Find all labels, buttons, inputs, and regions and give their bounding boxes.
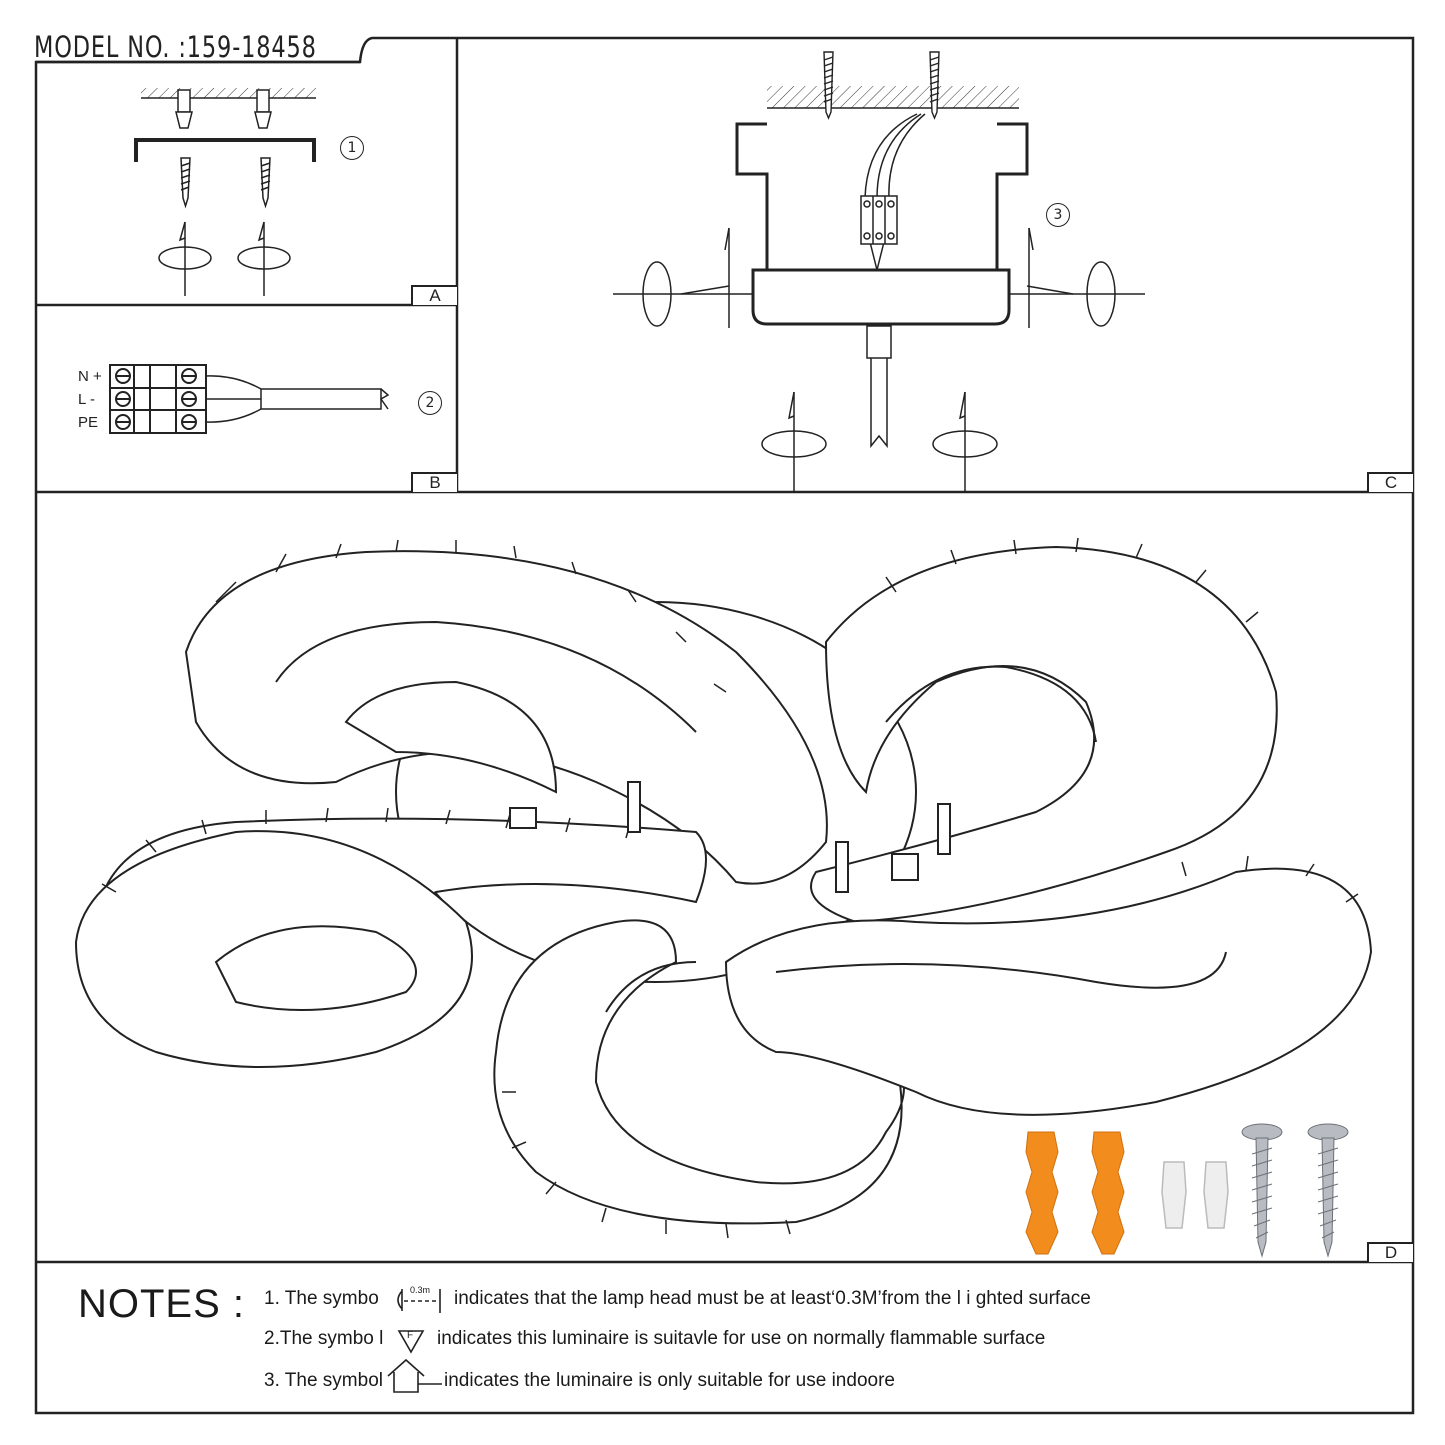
panel-label-b: B [411,472,457,492]
ceiling-anchor-icon [175,89,272,129]
screw-icon [823,51,940,120]
panel-a-drawing [134,88,316,296]
notes-title: NOTES : [78,1282,246,1326]
rotate-arrow-icon [158,221,291,296]
mounting-screw-icon [1241,1123,1349,1258]
step-number-3: 3 [1046,203,1070,227]
wire-cap-icon [1161,1161,1229,1229]
note-2-after: indicates this luminaire is suitavle for… [437,1328,1046,1349]
rotate-arrow-icon [613,227,1145,492]
ceiling-lamp-illustration [74,537,1373,1239]
flammable-symbol-label: F [407,1330,414,1341]
panel-d-drawing [74,537,1373,1258]
wire-icon [864,113,926,271]
wall-anchor-icon [1025,1131,1125,1255]
panel-label-d: D [1367,1242,1413,1262]
panel-label-c: C [1367,472,1413,492]
note-1-before: 1. The symbo [264,1288,379,1309]
terminal-block-icon [860,195,898,245]
power-cable-icon [205,375,390,423]
indoor-use-symbol-icon [384,1356,444,1400]
terminal-label-n: N + [78,368,102,385]
model-number: MODEL NO. :159-18458 [34,30,317,64]
note-3-before: 3. The symbol [264,1370,383,1391]
panel-b-drawing [109,364,390,434]
step-number-2: 2 [418,391,442,415]
flammable-surface-symbol-icon [396,1326,426,1358]
note-3-after: indicates the luminaire is only suitable… [444,1370,895,1391]
terminal-label-l: L - [78,391,95,408]
note-2-before: 2.The symbo l [264,1328,384,1349]
panel-label-a: A [411,285,457,305]
step-number-1: 1 [340,136,364,160]
terminal-label-pe: PE [78,414,99,431]
terminal-block-icon [109,364,207,434]
distance-symbol-label: 0.3m [410,1285,431,1295]
screw-icon [180,157,271,209]
panel-c-drawing [613,51,1145,492]
distance-symbol-icon [390,1285,446,1319]
note-1-after: indicates that the lamp head must be at … [454,1288,1091,1309]
